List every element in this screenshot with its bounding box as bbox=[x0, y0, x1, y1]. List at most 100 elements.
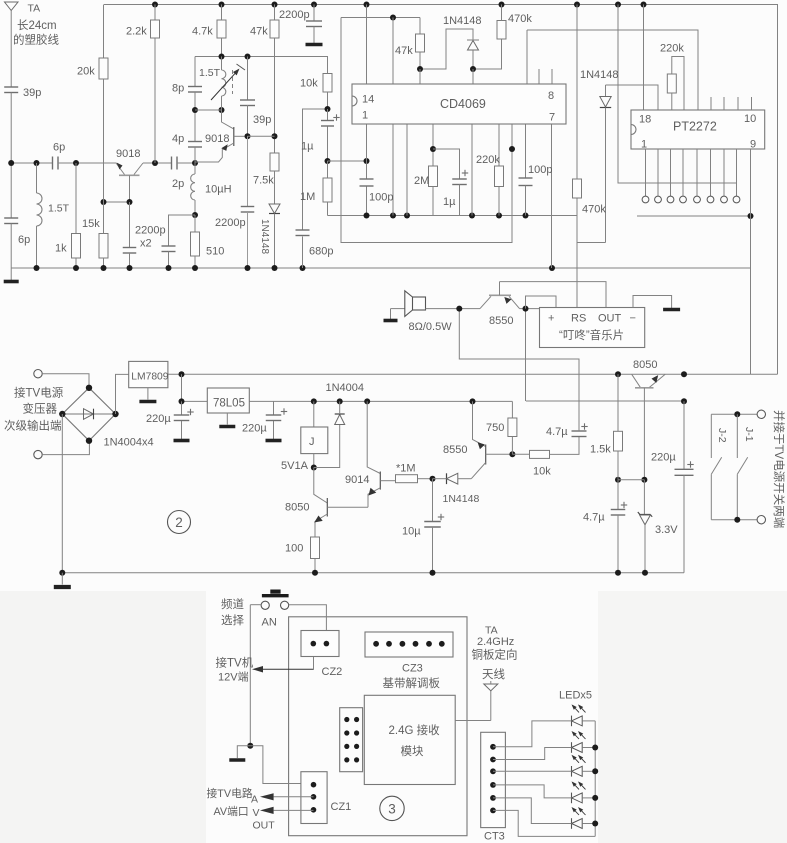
svg-text:长24cm: 长24cm bbox=[17, 19, 57, 32]
svg-text:*1M: *1M bbox=[396, 463, 416, 475]
svg-text:8550: 8550 bbox=[443, 444, 467, 456]
svg-text:天线: 天线 bbox=[482, 667, 505, 681]
svg-text:9018: 9018 bbox=[116, 148, 140, 160]
svg-text:78L05: 78L05 bbox=[213, 398, 245, 410]
svg-text:5V1A: 5V1A bbox=[281, 460, 309, 472]
svg-text:3: 3 bbox=[388, 802, 396, 817]
svg-text:铜板定向: 铜板定向 bbox=[472, 648, 518, 662]
svg-text:“叮咚”音乐片: “叮咚”音乐片 bbox=[559, 328, 624, 342]
svg-text:1N4148: 1N4148 bbox=[580, 69, 619, 81]
svg-text:1: 1 bbox=[362, 110, 368, 122]
svg-text:2: 2 bbox=[175, 515, 183, 530]
svg-text:8050: 8050 bbox=[633, 359, 657, 371]
svg-text:+: + bbox=[548, 313, 554, 325]
svg-text:510: 510 bbox=[206, 246, 224, 258]
svg-text:接TV机: 接TV机 bbox=[216, 656, 254, 670]
svg-text:4.7µ: 4.7µ bbox=[583, 512, 605, 524]
svg-text:4.7µ: 4.7µ bbox=[546, 426, 568, 438]
svg-text:8p: 8p bbox=[172, 83, 184, 95]
svg-text:−: − bbox=[630, 313, 636, 325]
svg-text:的塑胶线: 的塑胶线 bbox=[13, 33, 59, 47]
svg-text:AN: AN bbox=[262, 617, 277, 629]
svg-text:15k: 15k bbox=[82, 218, 100, 230]
svg-text:220µ: 220µ bbox=[242, 423, 267, 435]
svg-text:LM7809: LM7809 bbox=[131, 372, 168, 383]
svg-text:2p: 2p bbox=[172, 178, 184, 190]
svg-text:PT2272: PT2272 bbox=[673, 120, 717, 134]
svg-text:x2: x2 bbox=[140, 238, 152, 250]
svg-text:10k: 10k bbox=[533, 466, 551, 478]
svg-text:470k: 470k bbox=[508, 13, 532, 25]
svg-text:100p: 100p bbox=[528, 164, 552, 176]
svg-text:1N4004: 1N4004 bbox=[326, 382, 365, 394]
svg-text:220µ: 220µ bbox=[146, 413, 171, 425]
svg-text:接TV电源: 接TV电源 bbox=[14, 386, 64, 400]
svg-text:1N4148: 1N4148 bbox=[443, 493, 480, 505]
svg-text:AV端口: AV端口 bbox=[214, 805, 249, 818]
svg-text:4.7k: 4.7k bbox=[192, 26, 213, 38]
svg-text:J: J bbox=[309, 436, 315, 448]
svg-text:100p: 100p bbox=[369, 192, 393, 204]
svg-text:模块: 模块 bbox=[401, 745, 424, 758]
svg-text:选择: 选择 bbox=[221, 613, 244, 627]
svg-text:1.5T: 1.5T bbox=[199, 67, 221, 79]
svg-text:1k: 1k bbox=[55, 243, 67, 255]
svg-text:CZ3: CZ3 bbox=[402, 663, 423, 675]
svg-text:220k: 220k bbox=[660, 43, 684, 55]
svg-text:并接于TV电源开关两端: 并接于TV电源开关两端 bbox=[772, 410, 786, 528]
svg-text:A: A bbox=[251, 794, 258, 806]
svg-text:680p: 680p bbox=[309, 246, 333, 258]
svg-text:20k: 20k bbox=[77, 66, 95, 78]
svg-text:470k: 470k bbox=[582, 204, 606, 216]
svg-text:V: V bbox=[253, 807, 260, 819]
svg-text:10µH: 10µH bbox=[205, 184, 232, 196]
svg-text:8050: 8050 bbox=[285, 502, 309, 514]
svg-text:2M: 2M bbox=[414, 175, 429, 187]
svg-text:2200p: 2200p bbox=[279, 9, 310, 21]
svg-text:4p: 4p bbox=[172, 133, 184, 145]
svg-text:LEDx5: LEDx5 bbox=[559, 690, 592, 702]
svg-text:3.3V: 3.3V bbox=[655, 524, 678, 536]
svg-text:39p: 39p bbox=[23, 87, 41, 99]
svg-text:J-2: J-2 bbox=[716, 428, 728, 443]
svg-text:750: 750 bbox=[486, 422, 504, 434]
svg-text:9014: 9014 bbox=[345, 474, 369, 486]
svg-text:2200p: 2200p bbox=[135, 225, 166, 237]
svg-text:18: 18 bbox=[639, 114, 651, 126]
svg-text:CZ1: CZ1 bbox=[331, 801, 352, 813]
svg-text:J-1: J-1 bbox=[743, 427, 755, 442]
svg-text:39p: 39p bbox=[253, 114, 271, 126]
svg-text:10µ: 10µ bbox=[402, 526, 421, 538]
svg-text:6p: 6p bbox=[53, 142, 65, 154]
svg-text:1.5T: 1.5T bbox=[48, 203, 70, 215]
svg-text:1N4148: 1N4148 bbox=[259, 219, 270, 254]
svg-text:1.5k: 1.5k bbox=[590, 444, 611, 456]
svg-text:CZ2: CZ2 bbox=[322, 666, 343, 678]
svg-text:8550: 8550 bbox=[489, 315, 513, 327]
svg-text:2.2k: 2.2k bbox=[126, 26, 147, 38]
svg-text:220µ: 220µ bbox=[651, 452, 676, 464]
svg-text:2200p: 2200p bbox=[215, 217, 246, 229]
svg-text:2.4GHz: 2.4GHz bbox=[477, 636, 514, 648]
svg-text:10k: 10k bbox=[300, 78, 318, 90]
svg-text:基带解调板: 基带解调板 bbox=[383, 676, 441, 690]
svg-text:TA: TA bbox=[28, 3, 41, 15]
svg-text:7.5k: 7.5k bbox=[253, 175, 274, 187]
svg-text:RS: RS bbox=[571, 313, 586, 325]
svg-text:47k: 47k bbox=[395, 45, 413, 57]
svg-text:变压器: 变压器 bbox=[23, 402, 58, 416]
svg-text:1N4148: 1N4148 bbox=[443, 15, 482, 27]
svg-text:12V端: 12V端 bbox=[218, 671, 249, 684]
svg-text:频道: 频道 bbox=[221, 597, 244, 611]
svg-text:CD4069: CD4069 bbox=[440, 97, 486, 111]
svg-text:47k: 47k bbox=[250, 26, 268, 38]
svg-text:CT3: CT3 bbox=[484, 831, 505, 843]
svg-text:100: 100 bbox=[285, 543, 303, 555]
svg-text:TA: TA bbox=[485, 625, 498, 637]
svg-text:9: 9 bbox=[750, 139, 756, 151]
svg-text:OUT: OUT bbox=[253, 820, 276, 832]
svg-text:1N4004x4: 1N4004x4 bbox=[104, 437, 154, 449]
svg-text:次级输出端: 次级输出端 bbox=[4, 419, 62, 433]
svg-text:1µ: 1µ bbox=[301, 141, 314, 153]
svg-text:6p: 6p bbox=[18, 234, 30, 246]
